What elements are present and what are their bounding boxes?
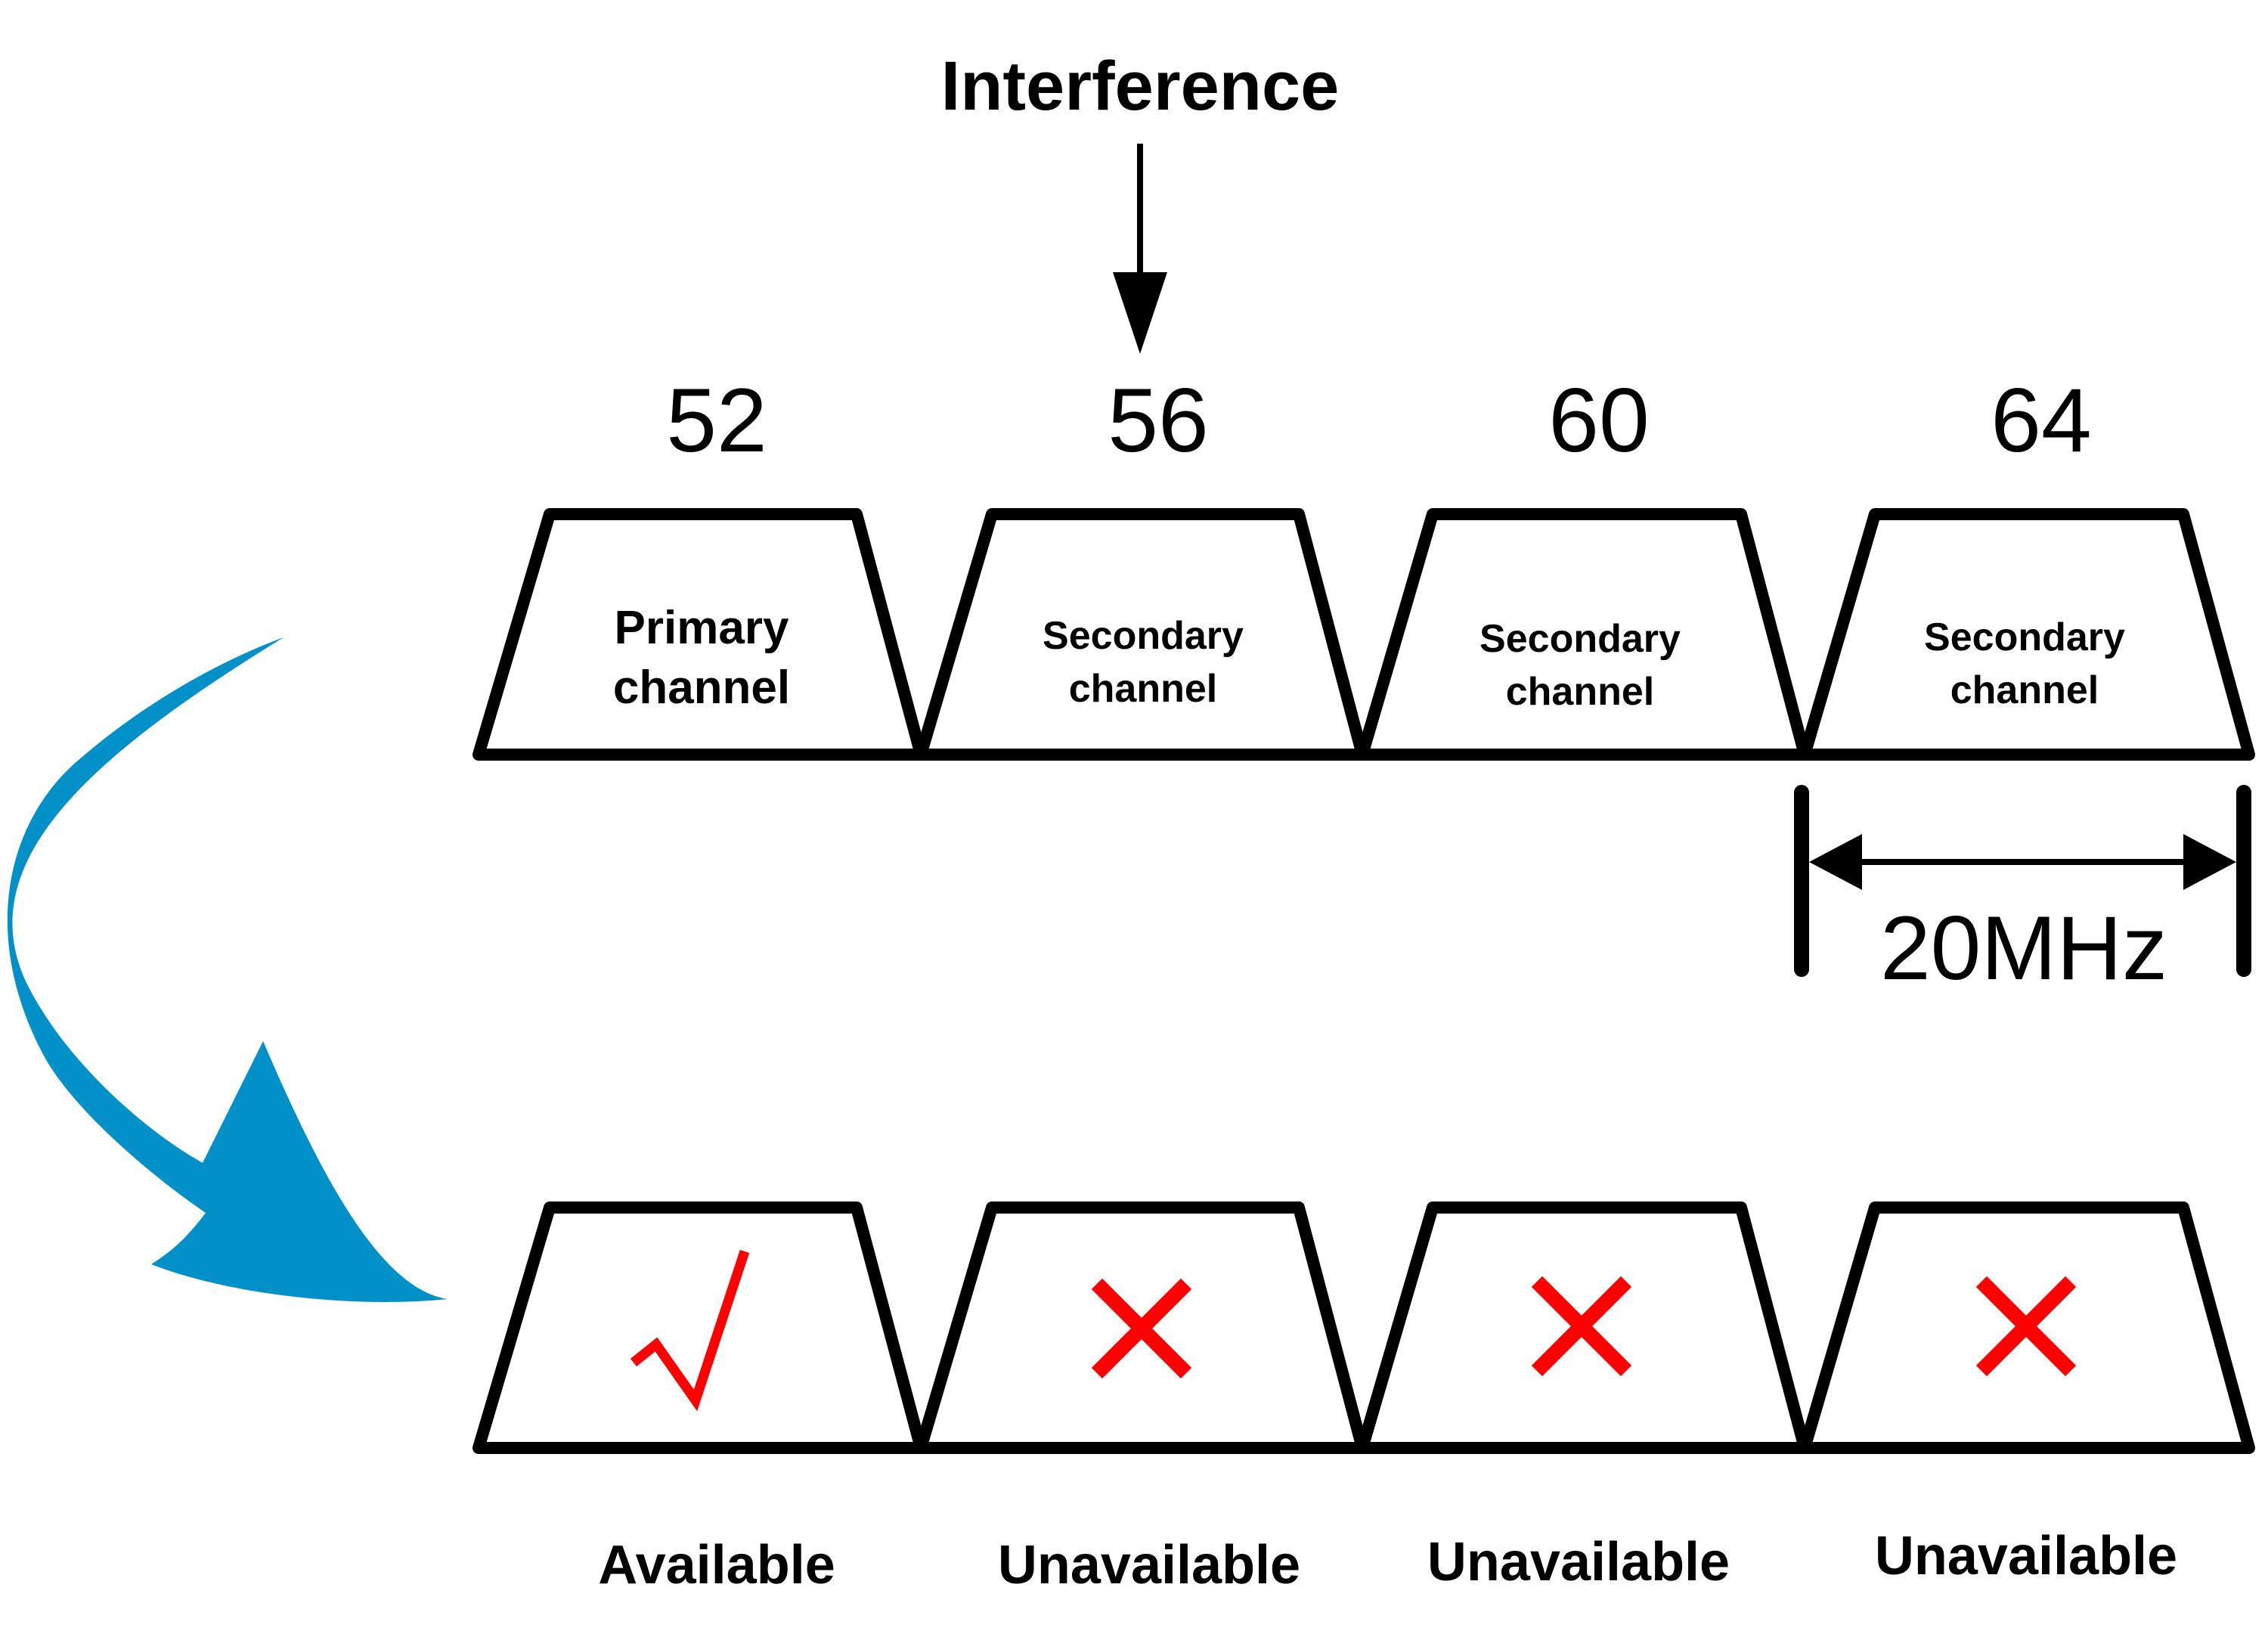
channel-64-role-line1: Secondary [1924,615,2125,659]
channel-56-status: Unavailable [998,1535,1300,1595]
bottom-channel-64-block [1799,1201,2255,1454]
bottom-channel-60-block [1356,1201,1811,1454]
bandwidth-label: 20MHz [1880,898,2167,999]
top-channel-56-block [915,508,1368,761]
channel-number-56: 56 [1108,370,1208,471]
top-channel-52-block [472,508,927,761]
channel-52-status: Available [598,1535,835,1595]
channel-56-role-line1: Secondary [1043,614,1244,658]
interference-arrow [1113,144,1167,354]
channel-60-status: Unavailable [1427,1532,1730,1592]
channel-52-role-line1: Primary [615,602,789,654]
channel-number-60: 60 [1548,370,1649,471]
interference-label: Interference [941,48,1340,125]
channel-number-52: 52 [666,370,767,471]
channel-64-status: Unavailable [1875,1526,2177,1586]
bandwidth-dimension [1794,785,2251,977]
channel-number-64: 64 [1991,370,2091,471]
channel-60-role-line2: channel [1506,670,1655,714]
channel-64-role-line2: channel [1950,668,2099,712]
top-channel-64-block [1799,508,2255,761]
top-channel-60-block [1356,508,1811,761]
channel-60-role-line1: Secondary [1479,617,1681,661]
channel-52-role-line2: channel [613,662,790,714]
cross-icon [1091,1278,1192,1379]
check-icon [630,1249,750,1412]
channel-56-role-line2: channel [1069,667,1218,711]
bottom-channel-56-block [915,1201,1368,1454]
cross-icon [1975,1276,2077,1377]
bottom-channel-52-block [472,1201,927,1454]
cross-icon [1531,1276,1632,1377]
transition-arrow [7,637,448,1302]
